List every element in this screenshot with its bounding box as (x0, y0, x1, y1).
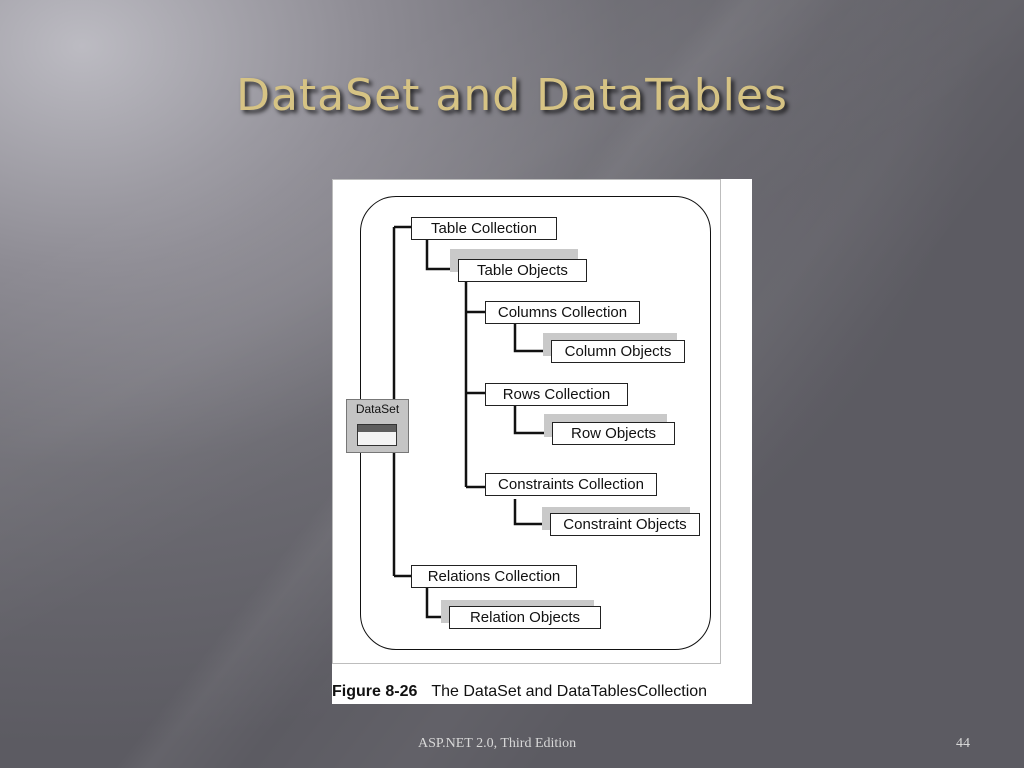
columns-collection-node: Columns Collection (485, 301, 640, 324)
footer-book-title: ASP.NET 2.0, Third Edition (418, 736, 577, 751)
branch-table-objects (425, 239, 458, 271)
dataset-table-icon (357, 424, 397, 446)
dataset-diagram-figure: Table Collection Table Objects Columns C… (332, 179, 752, 704)
dataset-label: DataSet (355, 402, 400, 416)
relations-collection-node: Relations Collection (411, 565, 577, 588)
rows-collection-node: Rows Collection (485, 383, 628, 406)
constraint-objects-node: Constraint Objects (550, 513, 700, 536)
branch-constraint-objects (513, 499, 550, 526)
figure-frame (332, 179, 721, 664)
branch-column-objects (513, 324, 551, 353)
figure-caption-number: Figure 8-26 (332, 683, 418, 700)
branch-row-objects (513, 405, 552, 435)
constraints-collection-node: Constraints Collection (485, 473, 657, 496)
figure-caption-text: The DataSet and DataTablesCollection (431, 683, 708, 700)
slide-page-number: 44 (956, 736, 970, 751)
table-collection-node: Table Collection (411, 217, 557, 240)
slide-title: DataSet and DataTables (236, 70, 788, 121)
table-objects-node: Table Objects (458, 259, 587, 282)
dataset-table-header-bar (358, 425, 396, 432)
relation-objects-node: Relation Objects (449, 606, 601, 629)
dataset-node: DataSet (346, 399, 409, 453)
row-objects-node: Row Objects (552, 422, 675, 445)
column-objects-node: Column Objects (551, 340, 685, 363)
figure-caption: Figure 8-26 The DataSet and DataTablesCol… (332, 683, 752, 701)
